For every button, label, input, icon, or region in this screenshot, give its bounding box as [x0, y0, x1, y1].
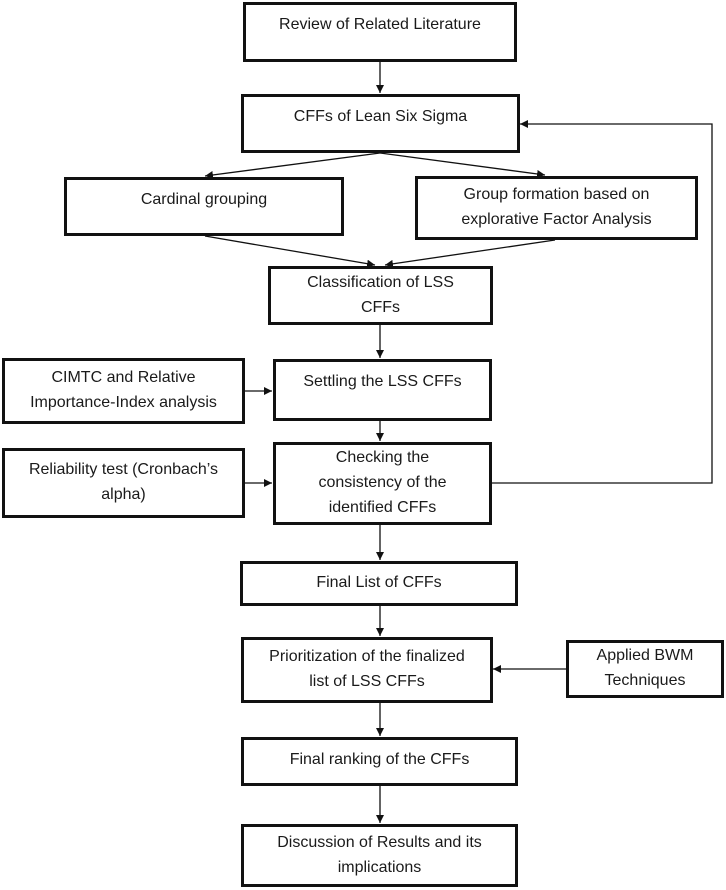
node-prioritization: Prioritization of the finalized list of … — [241, 637, 493, 703]
node-label: Importance-Index analysis — [30, 394, 217, 411]
node-review-of-related-literature: Review of Related Literature — [243, 2, 517, 62]
node-label: Applied BWM — [596, 647, 694, 665]
node-group-formation: Group formation based on explorative Fac… — [415, 176, 698, 240]
node-label: Classification of LSS — [307, 273, 454, 291]
feedback-loop-arrow — [492, 120, 713, 484]
node-label: consistency of the — [318, 474, 447, 492]
node-label: explorative Factor Analysis — [461, 211, 652, 228]
node-label: implications — [337, 858, 422, 876]
node-label: Reliability test (Cronbach’s — [28, 461, 219, 479]
node-cffs-of-lean-six-sigma: CFFs of Lean Six Sigma — [241, 94, 520, 153]
node-label: Final ranking of the CFFs — [289, 751, 470, 768]
arrow-cardinal-to-classification — [204, 235, 376, 268]
node-final-list-of-cffs: Final List of CFFs — [240, 561, 518, 606]
node-settling-the-lss-cffs: Settling the LSS CFFs — [273, 359, 492, 421]
node-label: CFFs — [360, 298, 401, 316]
node-classification-of-lss-cffs: Classification of LSS CFFs — [268, 266, 493, 325]
node-label: Cardinal grouping — [140, 191, 268, 208]
arrow-group-formation-to-classification — [384, 239, 556, 268]
node-label: Checking the — [335, 449, 430, 467]
node-label: Techniques — [604, 672, 686, 689]
node-label: Group formation based on — [463, 186, 650, 204]
node-label: Final List of CFFs — [316, 574, 442, 592]
node-label: Settling the LSS CFFs — [303, 373, 462, 390]
node-label: Discussion of Results and its — [277, 833, 482, 851]
node-label: list of LSS CFFs — [309, 673, 425, 690]
node-cimtc-analysis: CIMTC and Relative Importance-Index anal… — [2, 358, 245, 424]
node-applied-bwm-techniques: Applied BWM Techniques — [566, 640, 724, 698]
node-label: Review of Related Literature — [279, 16, 481, 33]
node-label: alpha) — [101, 486, 146, 503]
node-label: Prioritization of the finalized — [269, 648, 465, 666]
node-final-ranking: Final ranking of the CFFs — [241, 737, 518, 786]
node-cardinal-grouping: Cardinal grouping — [64, 177, 344, 236]
arrow-cffs-to-cardinal — [204, 152, 381, 179]
arrow-cffs-to-group-formation — [379, 152, 546, 178]
node-reliability-test: Reliability test (Cronbach’s alpha) — [2, 448, 245, 518]
node-discussion-of-results: Discussion of Results and its implicatio… — [241, 824, 518, 887]
node-checking-consistency: Checking the consistency of the identifi… — [273, 442, 492, 525]
node-label: CIMTC and Relative — [51, 369, 196, 387]
node-label: identified CFFs — [328, 498, 437, 516]
node-label: CFFs of Lean Six Sigma — [293, 108, 468, 125]
